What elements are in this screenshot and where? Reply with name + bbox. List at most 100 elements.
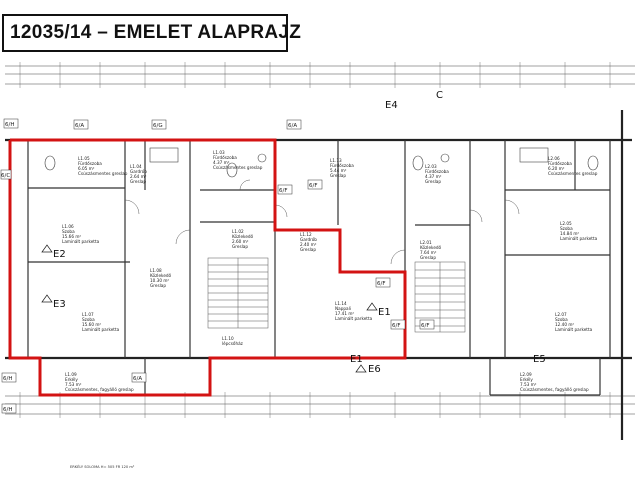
room-label-line: Szoba (555, 317, 568, 322)
room-label-line: 10.30 m² (150, 278, 169, 283)
page-title: 12035/14 – EMELET ALAPRAJZ (10, 22, 302, 43)
room-label-line: 17.41 m² (335, 311, 354, 316)
axis-tag: 6/F (279, 188, 288, 194)
room-label-line: L2.09 (520, 372, 532, 377)
axis-tag: 6/G (153, 123, 163, 129)
room-label-line: 4.37 m² (425, 174, 442, 179)
room-label-line: Greslap (300, 247, 316, 252)
room-label-line: Fürdőszoba (548, 161, 572, 166)
room-label-line: L1.06 (62, 224, 74, 229)
axis-tag: 6/A (75, 123, 84, 129)
room-label-line: Szoba (560, 226, 573, 231)
room-label-line: Csúszásmentes greslap (78, 171, 128, 176)
room-label-line: Szoba (62, 229, 75, 234)
room-label-line: Csúszásmentes greslap (548, 171, 598, 176)
axis-tag: 6/H (5, 122, 15, 128)
room-label-line: 2.40 m² (300, 242, 317, 247)
fixtures (44, 147, 599, 178)
room-label-line: L1.13 (330, 158, 342, 163)
room-label-line: Erkély (65, 377, 78, 382)
room-label-line: Szoba (82, 317, 95, 322)
room-label-line: L2.06 (548, 156, 560, 161)
axis-tag: 6/H (3, 407, 13, 413)
room-label-line: L1.10 (222, 336, 234, 341)
axis-tag: 6/F (421, 323, 430, 329)
unit-tag-e5: E5 (533, 354, 546, 365)
room-label-line: L1.07 (82, 312, 94, 317)
room-label-line: 14.84 m² (560, 231, 579, 236)
room-label-line: Fürdőszoba (425, 169, 449, 174)
room-label-line: Greslap (330, 173, 346, 178)
unit-tag-e1b: E1 (350, 354, 363, 365)
room-label-line: L1.05 (78, 156, 90, 161)
room-label-line: 6.05 m² (78, 166, 95, 171)
room-label-line: Csúszásmentes, fagyálló greslap (65, 387, 134, 392)
unit-tags: E2 E3 E1 E1 E6 E5 (41, 244, 546, 375)
room-label-line: Greslap (150, 283, 166, 288)
title-box: 12035/14 – EMELET ALAPRAJZ (2, 14, 301, 52)
room-label-line: Laminált parketta (62, 239, 100, 244)
room-label-line: 5.44 m² (330, 168, 347, 173)
axis-tag: 6/F (392, 323, 401, 329)
room-label-line: lépcsőház (222, 341, 244, 346)
room-label-line: 2.64 m² (130, 174, 147, 179)
room-label-line: Laminált parketta (560, 236, 598, 241)
dimension-ticks (19, 62, 611, 418)
room-label-line: Fürdőszoba (213, 155, 237, 160)
room-label-line: 2.60 m² (232, 239, 249, 244)
room-label-line: L2.05 (560, 221, 572, 226)
axis-tag: 6/H (3, 376, 13, 382)
room-label-line: Fürdőszoba (330, 163, 354, 168)
room-label-line: L1.04 (130, 164, 142, 169)
room-label-line: 7.53 m² (65, 382, 82, 387)
room-label-line: 12.40 m² (555, 322, 574, 327)
room-label-line: L1.03 (213, 150, 225, 155)
axis-tag-c: C (436, 90, 443, 101)
door-swings (124, 179, 520, 265)
room-label-line: 6.20 m² (548, 166, 565, 171)
room-label-line: 7.53 m² (520, 382, 537, 387)
bottom-note: ERKÉLY SOLOMA H= 505 FR 120 m² (70, 464, 135, 469)
room-label-line: Greslap (232, 244, 248, 249)
room-label-line: Greslap (420, 255, 436, 260)
room-label-line: L1.02 (232, 229, 244, 234)
room-label-line: Gardrób (300, 237, 317, 242)
axis-tag: 6/C (1, 173, 10, 179)
room-label-line: 15.60 m² (82, 322, 101, 327)
axis-tag: 6/F (309, 183, 318, 189)
room-label-line: Greslap (425, 179, 441, 184)
room-label-line: Erkély (520, 377, 533, 382)
room-label-line: L2.07 (555, 312, 567, 317)
axis-tag: 6/A (133, 376, 142, 382)
axis-tag-boxes (0, 118, 435, 414)
room-label-line: Laminált parketta (335, 316, 373, 321)
stairs-left (207, 257, 269, 329)
room-label-line: Közlekedő (232, 234, 254, 239)
room-label-line: L2.01 (420, 240, 432, 245)
axis-tag-texts: 6/H 6/A 6/G 6/A 6/C 6/H 6/H 6/F 6/F 6/F … (1, 90, 443, 413)
room-label-line: Fürdőszoba (78, 161, 102, 166)
room-label-line: Laminált parketta (82, 327, 120, 332)
unit-tag-e2: E2 (53, 249, 66, 260)
room-label-line: L1.09 (65, 372, 77, 377)
room-label-line: Gardrób (130, 169, 147, 174)
unit-tag-e1: E1 (378, 307, 391, 318)
